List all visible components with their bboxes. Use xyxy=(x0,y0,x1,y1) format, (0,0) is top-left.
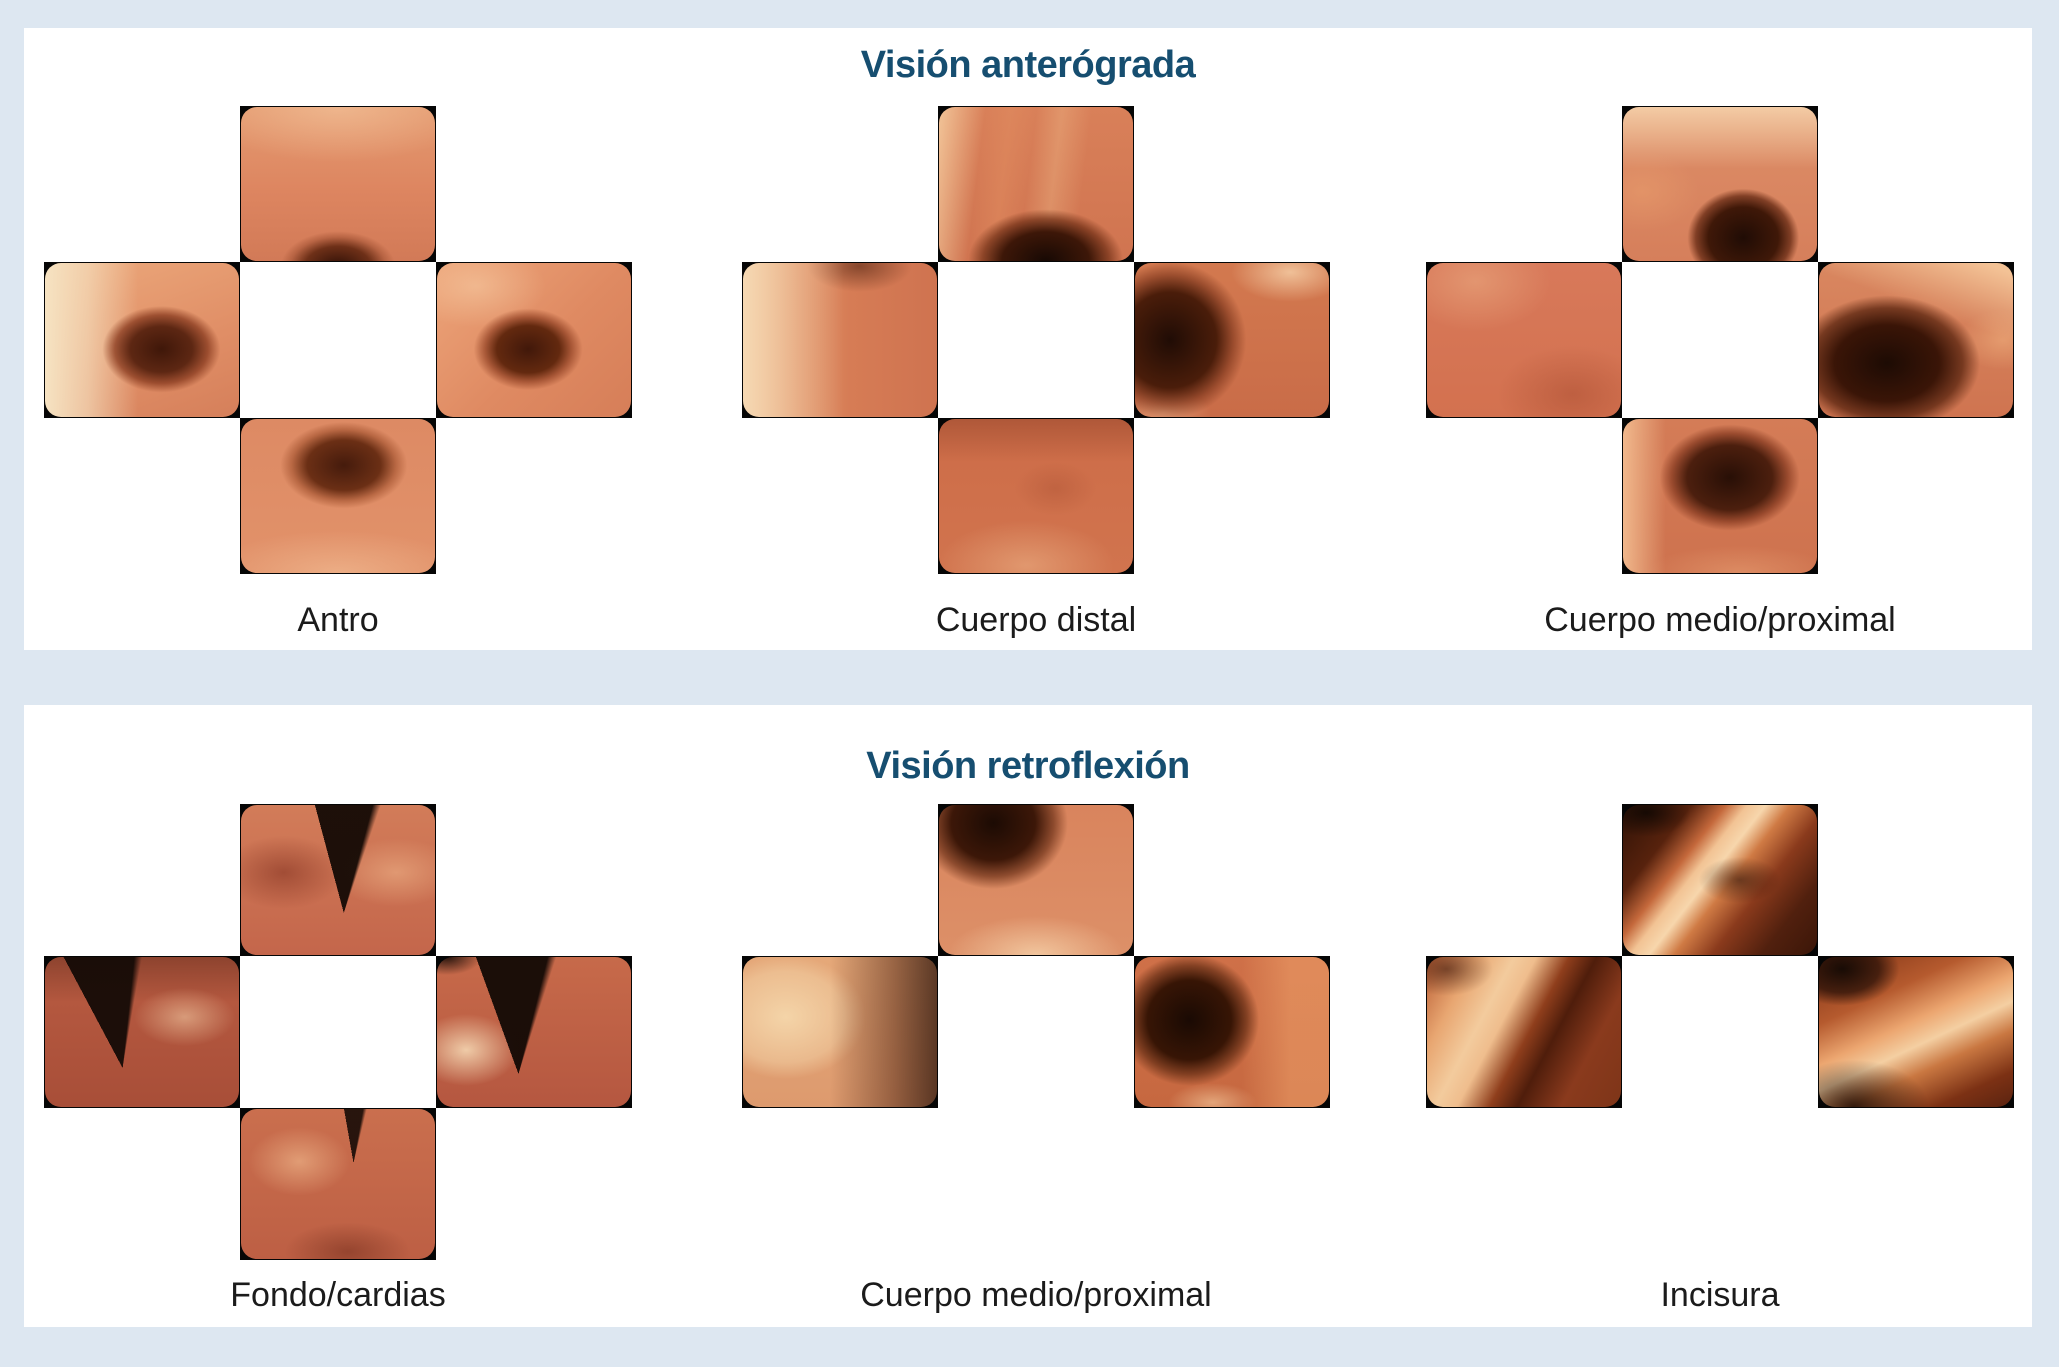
image-cross-cuerpo-medio-proximal xyxy=(1426,106,2014,574)
endoscopy-photo-incisura-superior-view xyxy=(1623,805,1817,955)
image-cross-antro xyxy=(44,106,632,574)
endoscopy-image-fondo-cardias-right-view xyxy=(436,956,632,1108)
endoscopy-photo-cuerpo-medio-proximal-left-view xyxy=(1427,263,1621,417)
endoscopy-image-incisura-superior-view xyxy=(1622,804,1818,956)
group-label-fondo-cardias: Fondo/cardias xyxy=(230,1276,446,1314)
endoscopy-image-cuerpo-distal-left-view xyxy=(742,262,938,418)
endoscopy-image-antro-right-view xyxy=(436,262,632,418)
endoscopy-photo-cuerpo-medio-proximal-right-view xyxy=(1819,263,2013,417)
endoscopy-photo-cuerpo-distal-left-view xyxy=(743,263,937,417)
endoscopy-image-incisura-right-view xyxy=(1818,956,2014,1108)
endoscopy-image-fondo-cardias-superior-view xyxy=(240,804,436,956)
panel-title-anterograde: Visión anterógrada xyxy=(860,44,1196,86)
endoscopy-image-incisura-left-view xyxy=(1426,956,1622,1108)
endoscopy-image-cuerpo-medio-proximal-right-view xyxy=(1818,262,2014,418)
endoscopy-image-antro-superior-view xyxy=(240,106,436,262)
endoscopy-photo-cuerpo-medio-proximal-inferior-view xyxy=(1623,419,1817,573)
endoscopy-photo-antro-inferior-view xyxy=(241,419,435,573)
group-label-cuerpo-medio-proximal: Cuerpo medio/proximal xyxy=(1544,601,1896,639)
endoscopy-image-cuerpo-medio-proximal-inferior-view xyxy=(1622,418,1818,574)
endoscopy-image-cuerpo-distal-superior-view xyxy=(938,106,1134,262)
endoscopy-photo-fondo-cardias-inferior-view xyxy=(241,1109,435,1259)
endoscopy-photo-incisura-left-view xyxy=(1427,957,1621,1107)
endoscopy-image-cuerpo-medio-proximal-superior-view xyxy=(1622,106,1818,262)
image-cross-incisura xyxy=(1426,804,2014,1260)
endoscopy-image-antro-left-view xyxy=(44,262,240,418)
panel-title-retroflexion: Visión retroflexión xyxy=(866,745,1190,787)
endoscopy-photo-fondo-cardias-superior-view xyxy=(241,805,435,955)
endoscopy-photo-fondo-cardias-right-view xyxy=(437,957,631,1107)
endoscopy-photo-retro-cuerpo-medio-proximal-superior-view xyxy=(939,805,1133,955)
endoscopy-image-cuerpo-distal-inferior-view xyxy=(938,418,1134,574)
endoscopy-image-retro-cuerpo-medio-proximal-left-view xyxy=(742,956,938,1108)
endoscopy-image-cuerpo-medio-proximal-left-view xyxy=(1426,262,1622,418)
endoscopy-photo-cuerpo-distal-right-view xyxy=(1135,263,1329,417)
endoscopy-image-retro-cuerpo-medio-proximal-superior-view xyxy=(938,804,1134,956)
endoscopy-photo-retro-cuerpo-medio-proximal-right-view xyxy=(1135,957,1329,1107)
group-label-antro: Antro xyxy=(297,601,379,639)
panel-retroflexion-view: Visión retroflexión Fondo/cardias Cuerpo… xyxy=(24,705,2032,1327)
endoscopy-image-cuerpo-distal-right-view xyxy=(1134,262,1330,418)
endoscopy-photo-antro-right-view xyxy=(437,263,631,417)
image-cross-cuerpo-distal xyxy=(742,106,1330,574)
endoscopy-image-antro-inferior-view xyxy=(240,418,436,574)
group-label-retro-cuerpo-medio-proximal: Cuerpo medio/proximal xyxy=(860,1276,1212,1314)
endoscopy-photo-antro-superior-view xyxy=(241,107,435,261)
endoscopy-photo-cuerpo-distal-superior-view xyxy=(939,107,1133,261)
image-cross-retro-cuerpo-medio-proximal xyxy=(742,804,1330,1260)
endoscopy-photo-cuerpo-distal-inferior-view xyxy=(939,419,1133,573)
endoscopy-image-retro-cuerpo-medio-proximal-right-view xyxy=(1134,956,1330,1108)
panel-anterograde-view: Visión anterógrada Antro Cuerpo distal C… xyxy=(24,28,2032,650)
group-label-cuerpo-distal: Cuerpo distal xyxy=(935,601,1137,639)
endoscopy-photo-antro-left-view xyxy=(45,263,239,417)
endoscopy-image-fondo-cardias-left-view xyxy=(44,956,240,1108)
group-label-incisura: Incisura xyxy=(1660,1276,1780,1314)
endoscopy-image-fondo-cardias-inferior-view xyxy=(240,1108,436,1260)
endoscopy-photo-retro-cuerpo-medio-proximal-left-view xyxy=(743,957,937,1107)
endoscopy-photo-cuerpo-medio-proximal-superior-view xyxy=(1623,107,1817,261)
endoscopy-photo-fondo-cardias-left-view xyxy=(45,957,239,1107)
image-cross-fondo-cardias xyxy=(44,804,632,1260)
endoscopy-photo-incisura-right-view xyxy=(1819,957,2013,1107)
